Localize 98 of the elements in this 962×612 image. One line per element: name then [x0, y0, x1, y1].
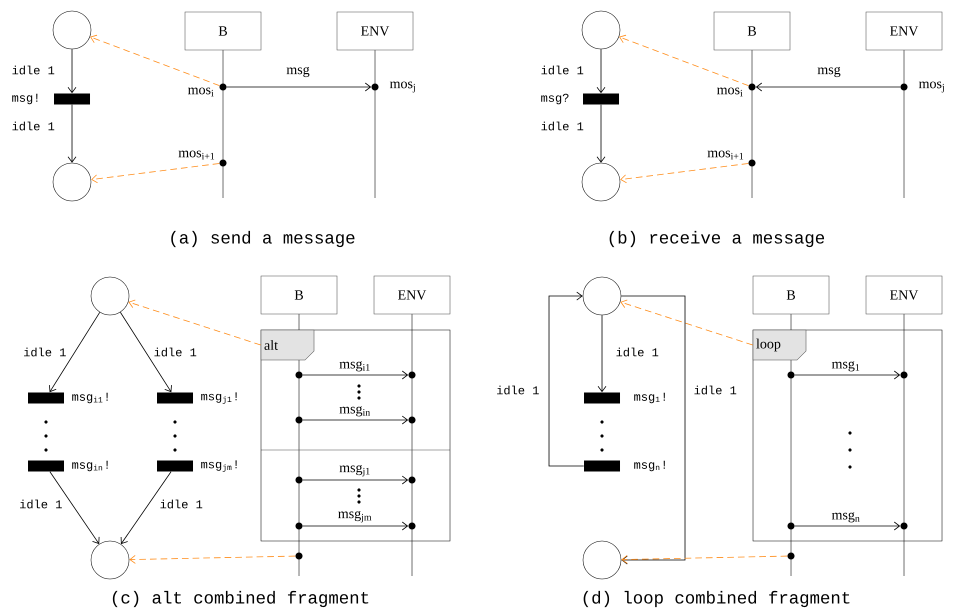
caption: (a) send a message	[171, 230, 354, 248]
edge-label: msg	[818, 66, 840, 78]
fragment-frame	[260, 330, 450, 542]
arrow	[68, 104, 76, 163]
arrow	[120, 312, 172, 392]
arrow	[756, 82, 901, 92]
arrow	[620, 163, 749, 184]
event-label: msg?	[541, 94, 568, 104]
fragment-tag: loop	[752, 330, 806, 360]
event-dot	[788, 522, 794, 530]
event-dot	[900, 372, 908, 378]
arrow	[302, 476, 408, 484]
event-label: msg$_{n}$!	[634, 460, 665, 472]
arrow	[129, 555, 296, 564]
arrow	[226, 82, 372, 92]
arrow	[120, 471, 172, 544]
arrow	[49, 312, 100, 392]
edge-label: idle 1	[616, 348, 658, 356]
arrow	[620, 296, 686, 564]
event-label: mos$_{j}$	[390, 82, 415, 92]
event-label: msg$_{jm}$!	[201, 460, 237, 472]
event-dot	[408, 522, 416, 530]
arrow	[598, 314, 606, 392]
edge-label: msg$_{jm}$	[338, 510, 372, 522]
event-label: mos$_{i}$	[188, 88, 214, 96]
edge-label: msg$_{n}$	[832, 512, 860, 522]
edge-label: idle 1	[541, 66, 584, 74]
event-dot	[296, 416, 302, 424]
event-label: msg$_{i1}$!	[72, 392, 108, 404]
event-dot	[296, 552, 302, 560]
event-label: mos$_{i}$	[716, 88, 743, 96]
edge-label: msg$_{in}$	[340, 406, 370, 416]
event-dot	[900, 522, 908, 530]
edge-label: idle 1	[497, 386, 539, 394]
arrow	[619, 34, 749, 86]
place-circle	[52, 10, 92, 50]
arrow	[302, 522, 408, 530]
place-circle	[582, 540, 622, 580]
arrow	[794, 522, 900, 530]
event-label: mos$_{i+1}$	[708, 150, 744, 160]
fragment-tag: alt	[260, 330, 314, 360]
edge-label: idle 1	[694, 386, 736, 394]
edge-label: idle 1	[24, 348, 66, 356]
arrow	[90, 34, 220, 86]
edge-label: idle 1	[160, 500, 202, 508]
arrow	[91, 163, 220, 184]
caption: (b) receive a message	[610, 230, 824, 248]
arrow	[620, 300, 754, 346]
event-dot	[296, 476, 302, 484]
event-dot	[788, 372, 794, 378]
place-circle	[90, 276, 130, 316]
arrow	[596, 104, 606, 163]
lifeline-head: B	[714, 12, 790, 50]
edge-label: idle 1	[12, 66, 54, 74]
lifeline-head: ENV	[866, 12, 942, 50]
lifeline-head: B	[752, 276, 830, 314]
edge-label: msg	[286, 66, 310, 78]
arrow	[50, 471, 100, 544]
arrow	[128, 300, 262, 346]
lifeline-head: B	[184, 12, 262, 50]
event-label: msg$_{j1}$!	[201, 392, 237, 404]
edge-label: idle 1	[12, 122, 54, 130]
place-circle	[582, 162, 620, 202]
event-dot	[296, 522, 302, 530]
caption: (d) loop combined fragment	[584, 590, 850, 608]
event-dot	[296, 372, 302, 378]
edge-label: msg$_{i1}$	[340, 361, 370, 372]
edge-label: idle 1	[20, 500, 62, 508]
lifeline-head: ENV	[336, 12, 414, 50]
arrow	[302, 370, 408, 380]
edge-label: msg$_{j1}$	[340, 464, 370, 476]
event-label: msg!	[12, 94, 38, 104]
event-dot	[408, 476, 416, 484]
event-label: mos$_{i+1}$	[178, 150, 214, 160]
lifeline-head: ENV	[866, 276, 942, 314]
arrow	[68, 48, 76, 94]
edge-label: idle 1	[541, 122, 584, 130]
edge-label: msg$_{1}$	[832, 361, 860, 372]
lifeline-head: ENV	[374, 276, 450, 314]
edge-label: idle 1	[154, 348, 196, 356]
place-circle	[582, 10, 620, 50]
arrow	[794, 370, 900, 380]
event-dot	[408, 416, 416, 424]
arrow	[302, 416, 408, 424]
fragment-frame	[752, 330, 942, 542]
event-dot	[408, 372, 416, 378]
arrow	[621, 555, 788, 564]
lifeline-head: B	[260, 276, 338, 314]
event-dot	[788, 552, 794, 560]
caption: (c) alt combined fragment	[112, 590, 368, 608]
place-circle	[90, 540, 130, 580]
place-circle	[582, 276, 622, 316]
event-label: msg$_{in}$!	[72, 460, 108, 472]
arrow	[548, 292, 584, 466]
event-label: mos$_{j}$	[918, 82, 944, 92]
event-label: msg$_{1}$!	[634, 392, 665, 404]
place-circle	[52, 162, 92, 202]
arrow	[596, 48, 606, 94]
